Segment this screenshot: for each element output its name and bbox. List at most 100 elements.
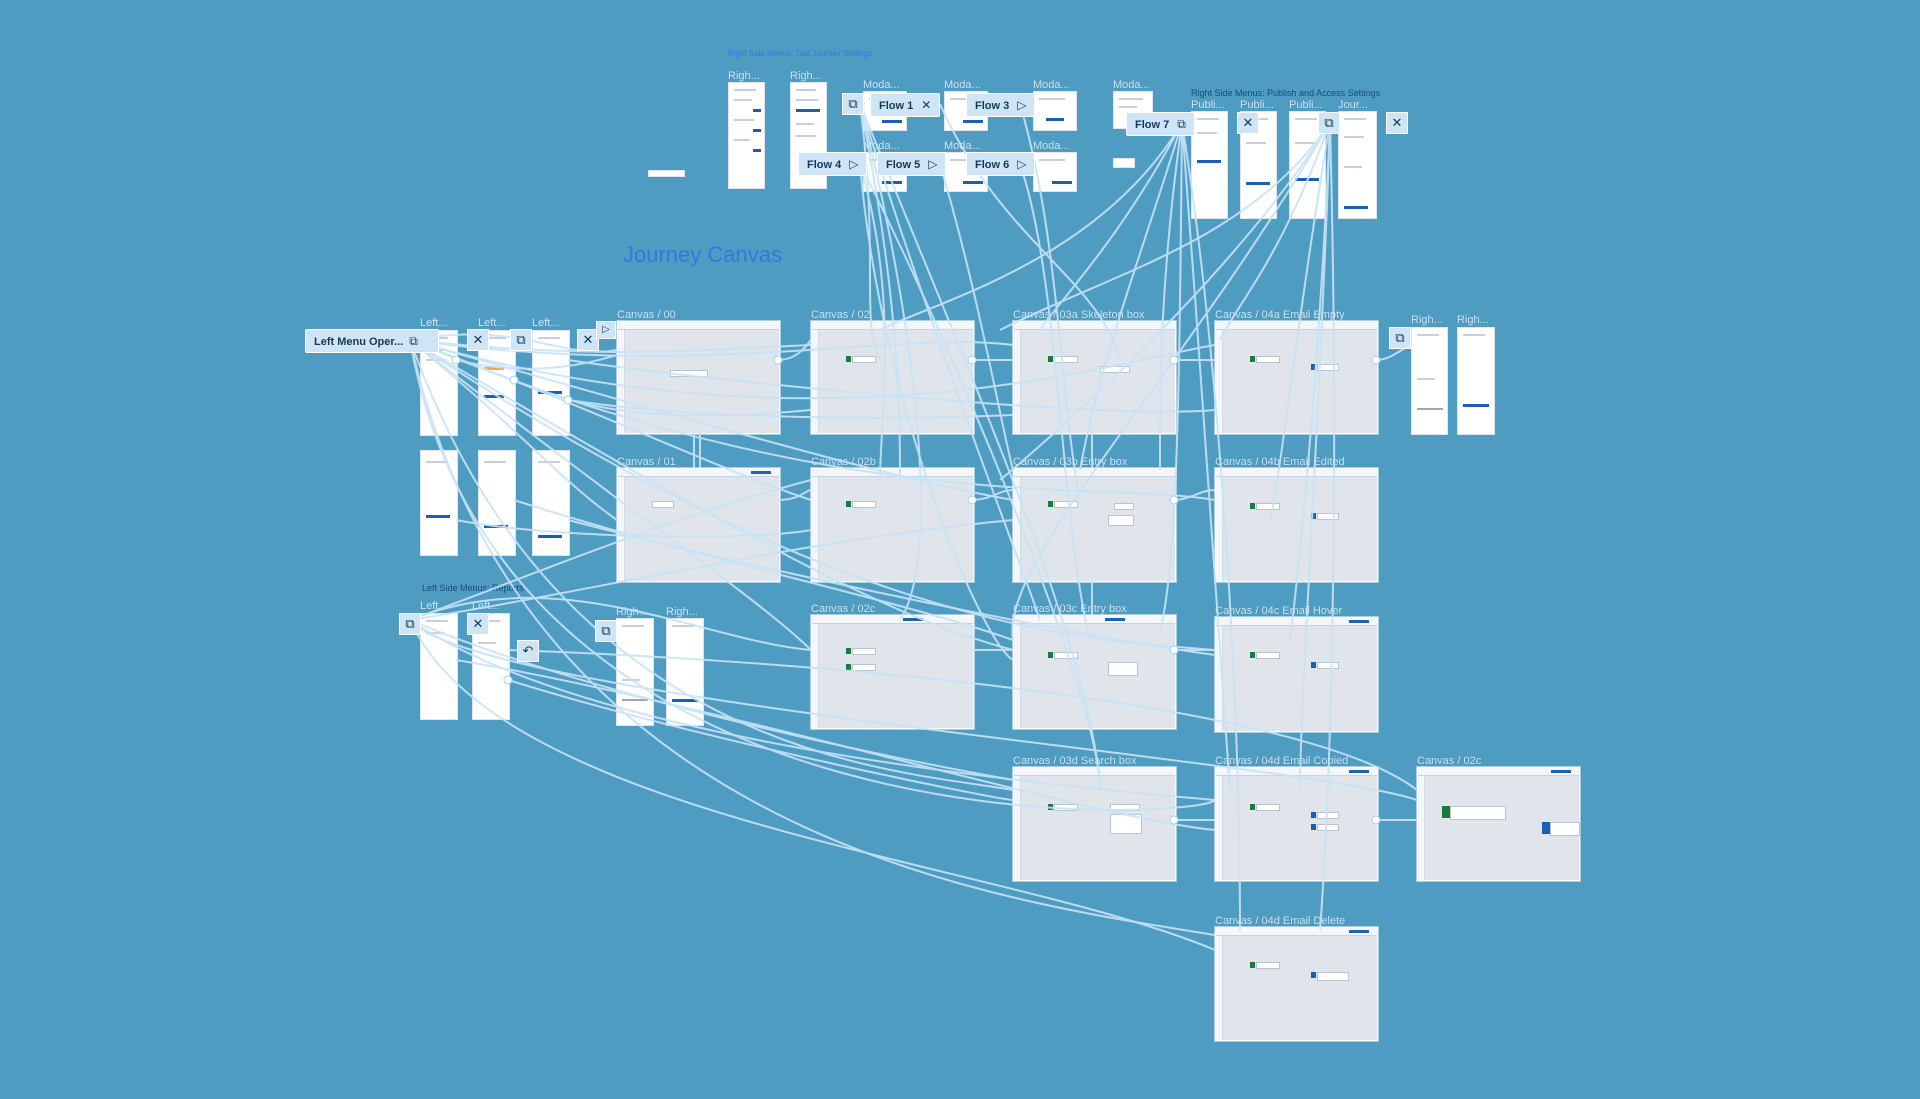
left-menu-frame[interactable] xyxy=(420,613,458,720)
copy-icon[interactable]: ⧉ xyxy=(399,613,421,635)
canvas-label: Canvas / 04d Email Copied xyxy=(1215,755,1349,767)
canvas-label: Canvas / 03c Entry box xyxy=(1013,603,1127,615)
frame-label: Left... xyxy=(420,317,448,329)
reports-caption: Left Side Menus: Reports xyxy=(422,583,524,593)
canvas-label: Canvas / 02b xyxy=(811,456,876,468)
frame-label: Moda... xyxy=(1113,79,1150,91)
close-icon[interactable]: ✕ xyxy=(577,329,599,351)
canvas-label: Canvas / 02c xyxy=(1417,755,1482,767)
flow-tag-5[interactable]: Flow 5 ▷ xyxy=(877,152,947,176)
left-menu-frame[interactable] xyxy=(420,450,458,556)
close-icon[interactable]: ✕ xyxy=(1237,112,1259,134)
copy-icon[interactable]: ⧉ xyxy=(1389,327,1411,349)
frame-label: Left... xyxy=(420,600,448,612)
modal-frame[interactable] xyxy=(1033,152,1077,192)
mini-frame xyxy=(1113,158,1135,168)
canvas-label: Canvas / 03a Skeleton box xyxy=(1013,309,1145,321)
canvas-frame-02[interactable] xyxy=(811,321,974,434)
page-title: Journey Canvas xyxy=(623,242,782,267)
frame-label: Righ... xyxy=(790,70,822,82)
left-menu-frame[interactable] xyxy=(478,450,516,556)
flow-label: Left Menu Oper... xyxy=(314,336,404,348)
close-icon[interactable]: ✕ xyxy=(1386,112,1408,134)
flow-tag-1[interactable]: Flow 1 ✕ xyxy=(870,93,941,117)
right-menu-frame[interactable] xyxy=(728,82,765,189)
close-icon[interactable]: ✕ xyxy=(467,613,489,635)
test-settings-caption: Right Side Menus: Test Journey Settings xyxy=(728,49,872,58)
canvas-frame-00[interactable] xyxy=(617,321,780,434)
canvas-frame-04b[interactable] xyxy=(1215,468,1378,582)
canvas-frame-03d[interactable] xyxy=(1013,767,1176,881)
frame-label: Left... xyxy=(472,600,500,612)
close-icon[interactable]: ✕ xyxy=(467,329,489,351)
flow-label: Flow 1 xyxy=(879,100,914,112)
flow-label: Flow 4 xyxy=(807,159,842,171)
frame-label: Moda... xyxy=(863,140,900,152)
frame-label: Righ... xyxy=(1457,314,1489,326)
flow-tag-4[interactable]: Flow 4 ▷ xyxy=(798,152,868,176)
undo-icon[interactable]: ↶ xyxy=(517,640,539,662)
frame-label: Publi... xyxy=(1240,99,1274,111)
modal-frame[interactable] xyxy=(1033,91,1077,131)
flow-tag-6[interactable]: Flow 6 ▷ xyxy=(966,152,1036,176)
canvas-frame-04a[interactable] xyxy=(1215,321,1378,434)
copy-icon[interactable]: ⧉ xyxy=(1318,112,1340,134)
canvas-frame-03b[interactable] xyxy=(1013,468,1176,582)
canvas-frame-02b[interactable] xyxy=(811,468,974,582)
copy-icon: ⧉ xyxy=(1177,117,1186,131)
frame-label: Left... xyxy=(532,317,560,329)
canvas-label: Canvas / 04a Email Empty xyxy=(1215,309,1345,321)
copy-icon[interactable]: ⧉ xyxy=(595,620,617,642)
frame-label: Moda... xyxy=(944,79,981,91)
flow-label: Flow 7 xyxy=(1135,119,1170,131)
canvas-label: Canvas / 00 xyxy=(617,309,676,321)
flow-label: Flow 3 xyxy=(975,100,1010,112)
frame-label: Jour... xyxy=(1338,99,1368,111)
copy-icon[interactable]: ⧉ xyxy=(842,93,864,115)
canvas-label: Canvas / 02 xyxy=(811,309,870,321)
play-icon[interactable]: ▷ xyxy=(596,321,616,339)
frame-label: Moda... xyxy=(863,79,900,91)
play-icon: ▷ xyxy=(1017,157,1027,171)
canvas-frame-02c-zoom[interactable] xyxy=(1417,767,1580,881)
canvas-label: Canvas / 02c xyxy=(811,603,876,615)
play-icon: ▷ xyxy=(1017,98,1027,112)
canvas-frame-03c[interactable] xyxy=(1013,615,1176,729)
right-menu-frame[interactable] xyxy=(1457,327,1495,435)
frame-label: Publi... xyxy=(1191,99,1225,111)
right-menu-frame[interactable] xyxy=(616,618,654,726)
publish-settings-caption: Right Side Menus: Publish and Access Set… xyxy=(1191,88,1381,98)
journey-settings-frame[interactable] xyxy=(1338,111,1377,219)
play-icon: ▷ xyxy=(849,157,859,171)
flow-tag-3[interactable]: Flow 3 ▷ xyxy=(966,93,1036,117)
flow-label: Flow 5 xyxy=(886,159,921,171)
frame-label: Moda... xyxy=(1033,140,1070,152)
right-menu-frame[interactable] xyxy=(1411,327,1448,435)
left-menu-frame[interactable] xyxy=(532,450,570,556)
canvas-label: Canvas / 04b Email Edited xyxy=(1215,456,1345,468)
publish-frame[interactable] xyxy=(1191,111,1228,219)
copy-icon[interactable]: ⧉ xyxy=(510,329,532,351)
frame-label: Righ... xyxy=(728,70,760,82)
right-menu-frame[interactable] xyxy=(666,618,704,726)
frame-label: Righ... xyxy=(666,606,698,618)
canvas-label: Canvas / 03d Search box xyxy=(1013,755,1137,767)
canvas-label: Canvas / 01 xyxy=(617,456,676,468)
canvas-frame-04d[interactable] xyxy=(1215,767,1378,881)
canvas-frame-02c[interactable] xyxy=(811,615,974,729)
canvas-frame-04d-delete[interactable] xyxy=(1215,927,1378,1041)
close-icon: ✕ xyxy=(921,98,932,112)
flow-label: Flow 6 xyxy=(975,159,1010,171)
left-menu-tag[interactable]: Left Menu Oper...⧉ xyxy=(305,329,439,353)
play-icon: ▷ xyxy=(928,157,938,171)
canvas-label: Canvas / 04d Email Delete xyxy=(1215,915,1346,927)
frame-label: Publi... xyxy=(1289,99,1323,111)
canvas-frame-01[interactable] xyxy=(617,468,780,582)
frame-label: Righ... xyxy=(1411,314,1443,326)
flow-tag-7[interactable]: Flow 7 ⧉ xyxy=(1126,112,1195,136)
left-menu-frame[interactable] xyxy=(532,330,570,436)
frame-label: Moda... xyxy=(1033,79,1070,91)
canvas-frame-03a[interactable] xyxy=(1013,321,1176,434)
canvas-frame-04c[interactable] xyxy=(1215,617,1378,732)
